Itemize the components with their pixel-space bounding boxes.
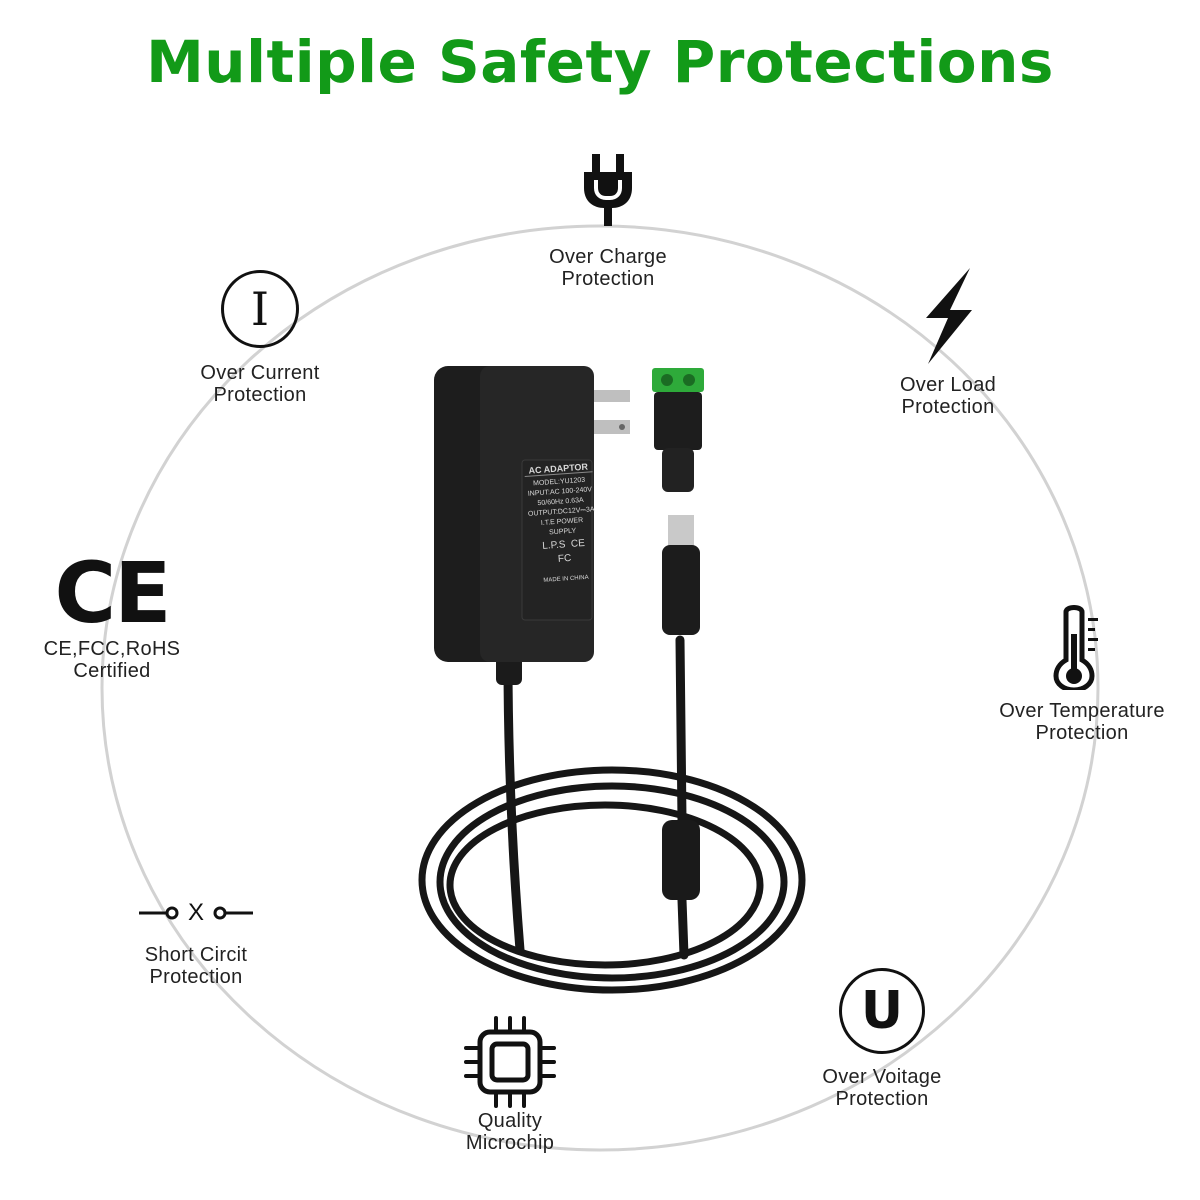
feature-label-line1: CE,FCC,RoHS: [43, 638, 181, 660]
feature-label-line1: Over Load: [899, 374, 997, 396]
open-switch-icon: X: [96, 898, 296, 928]
feature-label-line1: Over Charge: [549, 246, 667, 268]
adaptor-label-lps: L.P.S: [541, 539, 566, 552]
voltage-u-icon: U: [839, 968, 925, 1054]
feature-label-line2: Microchip: [465, 1132, 555, 1154]
feature-label-line1: Quality: [477, 1110, 543, 1132]
feature-over-load: Over Load Protection: [848, 266, 1048, 418]
feature-label-line2: Protection: [561, 268, 655, 290]
feature-label-line2: Protection: [835, 1088, 929, 1110]
feature-over-current: I Over Current Protection: [160, 270, 360, 406]
feature-label-line1: Over Current: [200, 362, 320, 384]
feature-label-line1: Short Circit: [144, 944, 248, 966]
feature-label-line2: Protection: [149, 966, 243, 988]
thermometer-icon: [1053, 605, 1098, 690]
adaptor-label: AC ADAPTOR MODEL:YU1203 INPUT:AC 100-240…: [524, 461, 600, 586]
adaptor-label-fc: FC: [557, 552, 572, 565]
feature-short-circuit: X Short Circit Protection: [96, 898, 296, 988]
feature-label-line1: Over Temperature: [999, 700, 1165, 722]
adaptor-label-ce: CE: [570, 537, 586, 550]
microchip-icon: [464, 1016, 556, 1108]
ce-mark-icon: CE: [54, 544, 171, 642]
page-title: Multiple Safety Protections: [146, 28, 1054, 96]
plug-icon: [584, 154, 632, 226]
feature-label-line2: Protection: [213, 384, 307, 406]
current-i-icon: I: [221, 270, 299, 348]
feature-label-line1: Over Voitage: [822, 1066, 942, 1088]
feature-quality-microchip: Quality Microchip: [410, 1014, 610, 1154]
lightning-icon: [926, 268, 972, 364]
feature-over-temperature: Over Temperature Protection: [972, 604, 1192, 744]
feature-label-line2: Protection: [1035, 722, 1129, 744]
feature-over-charge: Over Charge Protection: [508, 150, 708, 290]
feature-label-line2: Protection: [901, 396, 995, 418]
feature-over-voltage: U Over Voitage Protection: [782, 968, 982, 1110]
feature-certified: CE CE,FCC,RoHS Certified: [12, 548, 212, 682]
feature-label-line2: Certified: [73, 660, 151, 682]
